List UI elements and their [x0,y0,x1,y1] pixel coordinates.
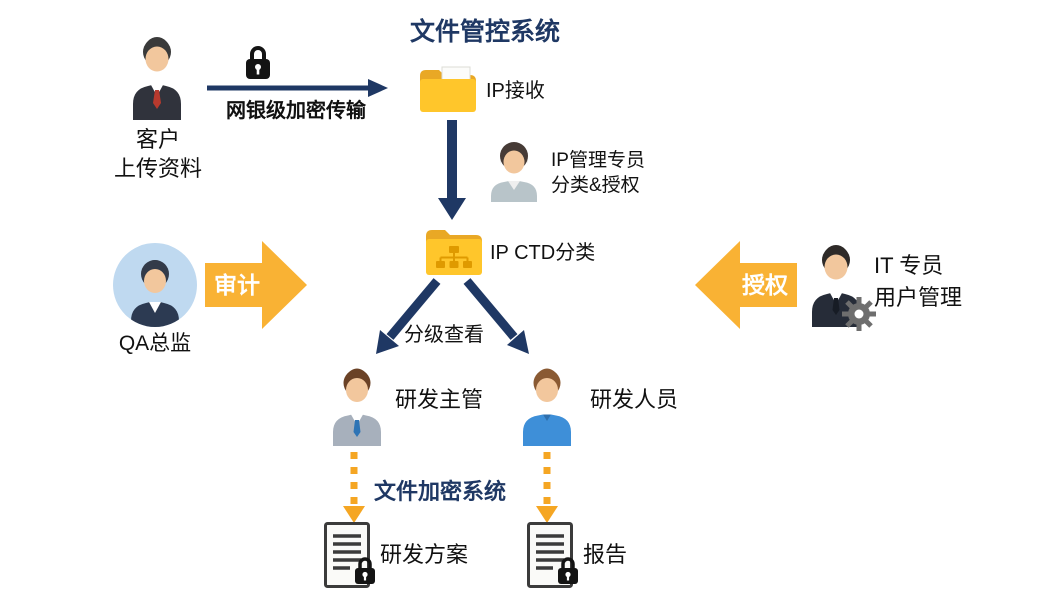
audit-block-arrow [205,241,307,329]
plan-label: 研发方案 [380,542,469,567]
encrypted-transfer-arrow [207,79,388,97]
rd-supervisor-label: 研发主管 [395,387,484,412]
ip-receive-label: IP接收 [486,80,545,102]
plan-lock-icon [355,557,375,584]
qa-director-label: QA总监 [118,332,192,355]
qa-director-avatar [113,243,197,327]
receive-to-ctd-arrow [438,120,466,220]
it-specialist-label-line1: IT 专员 [874,253,944,278]
report-lock-icon [558,557,578,584]
gear-icon [842,297,876,331]
customer-label: 客户 上传资料 [98,126,218,183]
customer-label-line1: 客户 [135,127,180,152]
rd-staff-person-icon [523,368,571,446]
authorize-block-arrow [695,241,797,329]
ctd-to-staff-arrow [463,278,529,354]
ip-ctd-folder-icon [426,230,482,275]
supervisor-to-plan-arrow [343,452,365,523]
ip-manager-label-line2: 分类&授权 [551,174,640,196]
it-specialist-label-line2: 用户管理 [874,284,963,310]
authorize-label: 授权 [742,272,788,298]
customer-label-line2: 上传资料 [113,155,202,181]
ip-ctd-label: IP CTD分类 [490,242,596,264]
rd-staff-label: 研发人员 [590,387,679,412]
ctd-to-supervisor-arrow [376,278,441,354]
staff-to-report-arrow [536,452,558,523]
audit-label: 审计 [214,272,260,298]
report-label: 报告 [583,542,628,567]
system-title: 文件管控系统 [409,18,560,46]
rd-supervisor-person-icon [333,368,381,446]
it-specialist-person-icon [812,245,860,327]
tiered-view-label: 分级查看 [404,324,484,346]
customer-person-icon [133,37,181,120]
ip-manager-person-icon [491,142,537,202]
it-specialist-label: IT 专员 用户管理 [874,250,962,314]
encryption-system-title: 文件加密系统 [374,479,507,504]
encryption-lock-icon [246,46,270,79]
ip-manager-label: IP管理专员 分类&授权 [551,149,645,198]
transfer-label: 网银级加密传输 [226,100,366,122]
ip-receive-folder-icon [420,66,476,112]
ip-manager-label-line1: IP管理专员 [551,150,645,171]
hierarchy-glyph [436,246,472,268]
